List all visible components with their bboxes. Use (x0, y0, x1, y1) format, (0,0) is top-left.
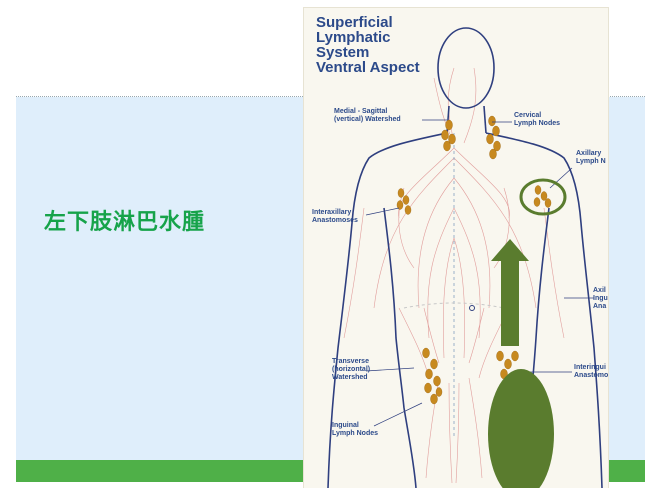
navel-mark (470, 306, 475, 311)
heading-line-1: Superficial (316, 15, 420, 30)
heading-line-2: Lymphatic (316, 30, 420, 45)
upward-arrow (491, 239, 529, 346)
slide-title: 左下肢淋巴水腫 (44, 204, 205, 236)
body-outline (328, 28, 602, 488)
label-interinguinal: Interingui Anastomo (574, 364, 608, 380)
label-interaxillary: Interaxillary Anastomoses (312, 209, 358, 225)
heading-line-3: System (316, 45, 420, 60)
label-axillo-inguinal: Axil Ingu Ana (593, 287, 608, 311)
label-axillary-nodes: Axillary Lymph N (576, 150, 606, 166)
heading-line-4: Ventral Aspect (316, 60, 420, 75)
label-cervical-nodes: Cervical Lymph Nodes (514, 112, 560, 128)
left-leg-oval (488, 369, 554, 488)
label-transverse-watershed: Transverse (horizontal) Watershed (332, 358, 370, 382)
label-medial-watershed: Medial - Sagittal (vertical) Watershed (334, 108, 401, 124)
diagram-heading: Superficial Lymphatic System Ventral Asp… (316, 15, 420, 75)
label-inguinal-nodes: Inguinal Lymph Nodes (332, 422, 378, 438)
lymphatic-diagram: Superficial Lymphatic System Ventral Asp… (304, 8, 608, 488)
